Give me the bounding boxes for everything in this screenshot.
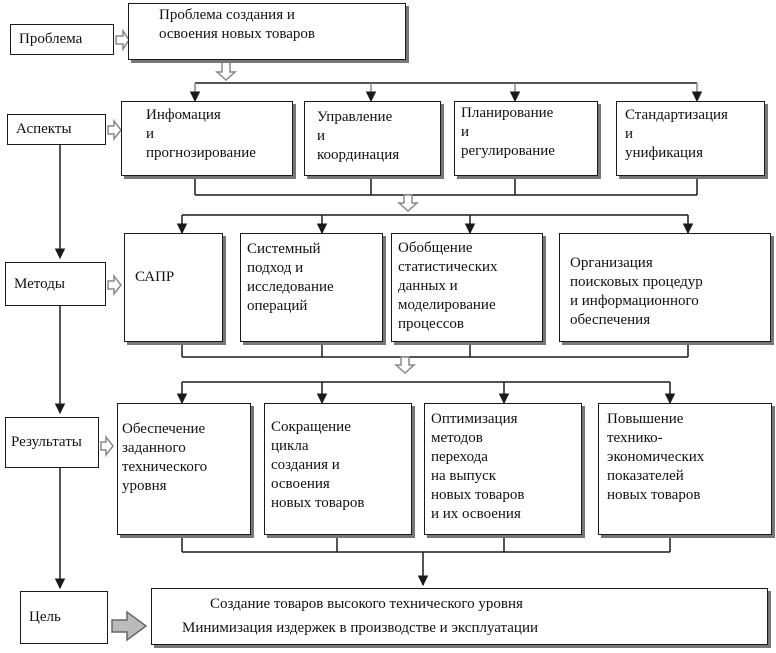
level-label-text: Цель [29,609,61,625]
result-box-optimization: Оптимизация методов перехода на выпуск н… [424,403,582,535]
hollow-arrow-aspects-down [397,194,419,213]
hollow-arrow-methods [107,273,122,297]
goal-line-1: Создание товаров высокого технического у… [210,596,523,612]
level-label-problem: Проблема [10,24,114,55]
hollow-arrow-goal [111,610,148,642]
hollow-arrow-methods-down [394,356,416,375]
level-label-goal: Цель [20,591,108,644]
method-text: Системный подход и исследование операций [247,241,334,314]
method-text: Организация поисковых процедур и информа… [570,255,703,328]
level-label-text: Методы [14,275,65,292]
aspect-text: Управление и координация [317,109,400,163]
hollow-arrow-problem-down [215,61,237,82]
method-box-cad: САПР [124,233,223,342]
aspect-box-management: Управление и координация [304,101,441,176]
aspect-text: Стандартизация и унификация [625,107,728,161]
hollow-arrow-aspects [107,118,122,142]
result-text: Повышение технико- экономических показат… [607,411,705,503]
aspect-text: Инфомация и прогнозирование [146,107,256,161]
level-label-text: Аспекты [16,121,72,137]
aspect-box-planning: Планирование и регулирование [454,101,598,176]
result-text: Обеспечение заданного технического уровн… [122,421,208,494]
method-box-systems: Системный подход и исследование операций [240,233,383,342]
method-text: Обобщение статистических данных и модели… [398,240,498,332]
level-label-aspects: Аспекты [7,114,106,145]
goal-box: Создание товаров высокого технического у… [151,588,768,645]
result-text: Оптимизация методов перехода на выпуск н… [431,411,525,522]
level-label-text: Проблема [19,31,83,47]
aspect-text: Планирование и регулирование [461,105,555,159]
result-text: Сокращение цикла создания и освоения нов… [271,419,365,511]
result-box-cycle: Сокращение цикла создания и освоения нов… [264,403,412,535]
level-label-text: Результаты [11,434,82,450]
aspect-box-standardization: Стандартизация и унификация [616,101,765,176]
hollow-arrow-results [100,434,114,458]
level-label-results: Результаты [5,417,99,468]
level-label-methods: Методы [5,262,106,306]
aspect-box-information: Инфомация и прогнозирование [121,101,293,176]
problem-box-text: Проблема создания и освоения новых товар… [159,7,315,42]
method-box-statistics: Обобщение статистических данных и модели… [391,233,543,342]
problem-box: Проблема создания и освоения новых товар… [128,3,406,60]
goal-line-2: Минимизация издержек в производстве и эк… [182,620,539,636]
method-text: САПР [135,269,175,285]
method-box-search: Организация поисковых процедур и информа… [559,233,771,342]
hollow-arrow-problem [115,28,130,52]
result-box-performance: Повышение технико- экономических показат… [598,403,772,535]
result-box-tech-level: Обеспечение заданного технического уровн… [117,403,251,535]
